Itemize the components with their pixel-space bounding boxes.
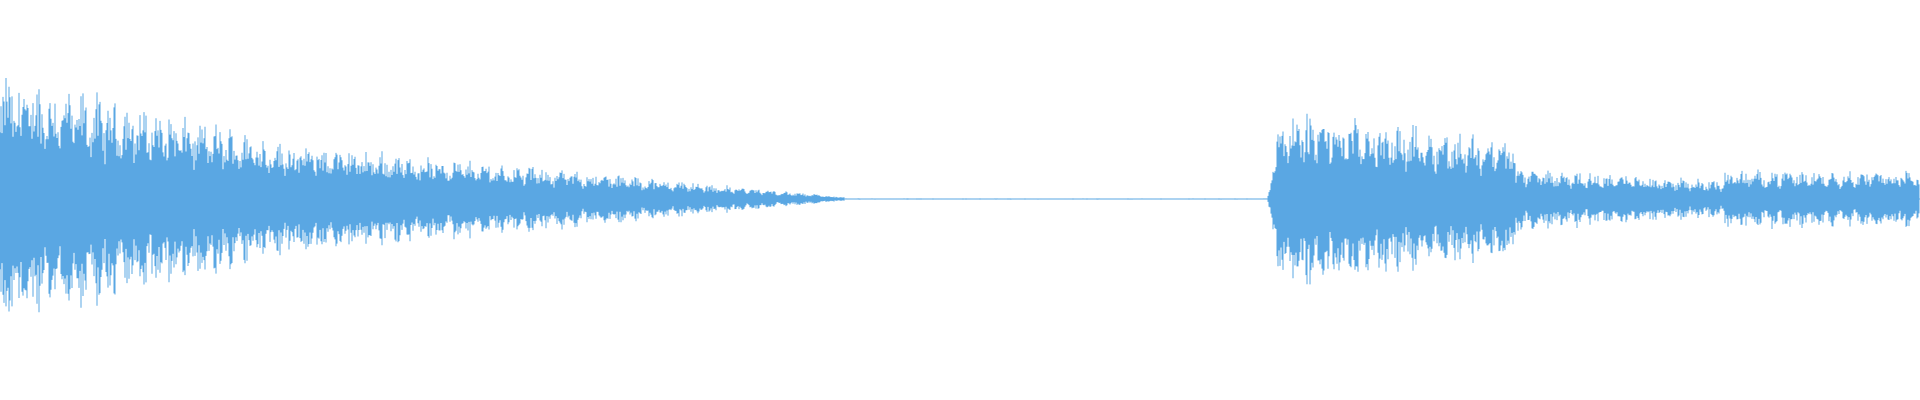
waveform-trace: [0, 78, 1920, 313]
